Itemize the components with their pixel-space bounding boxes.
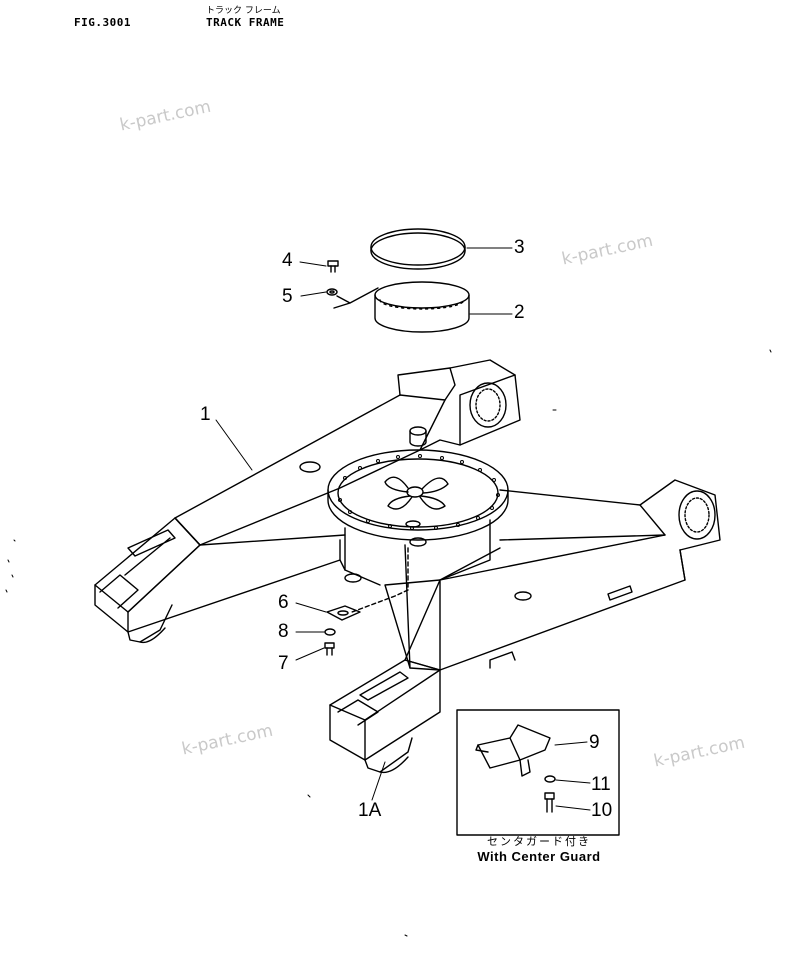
part-6-cover-plate: [326, 605, 361, 621]
title-english: TRACK FRAME: [206, 16, 285, 29]
part-4-bolt: [327, 260, 339, 273]
part-5-washer: [326, 288, 338, 296]
part-8-washer: [324, 628, 336, 636]
leader-washer: [333, 287, 379, 309]
leader-lines: [215, 247, 513, 801]
callout-7: 7: [278, 653, 289, 674]
part-2-ring: [374, 281, 470, 333]
title-japanese: トラック フレーム: [206, 6, 281, 16]
callout-5: 5: [282, 286, 293, 307]
inset-caption-japanese: センタガード付き: [487, 835, 591, 848]
scan-speckles: [5, 349, 772, 937]
assembly-line: [351, 547, 409, 613]
callout-10: 10: [591, 800, 613, 821]
callout-6: 6: [278, 592, 289, 613]
callout-1a: 1A: [358, 800, 382, 821]
callout-4: 4: [282, 250, 293, 271]
callout-1: 1: [200, 404, 211, 425]
center-guard-inset: [456, 709, 620, 836]
callout-2: 2: [514, 302, 525, 323]
callout-3: 3: [514, 237, 525, 258]
inset-caption-english: With Center Guard: [477, 849, 601, 864]
part-1-track-frame: [94, 359, 721, 774]
figure-number: FIG.3001: [74, 16, 131, 29]
part-3-cover-ring: [370, 228, 466, 270]
callout-9: 9: [589, 732, 600, 753]
callout-8: 8: [278, 621, 289, 642]
part-7-bolt: [324, 642, 335, 656]
callout-11: 11: [591, 774, 611, 795]
